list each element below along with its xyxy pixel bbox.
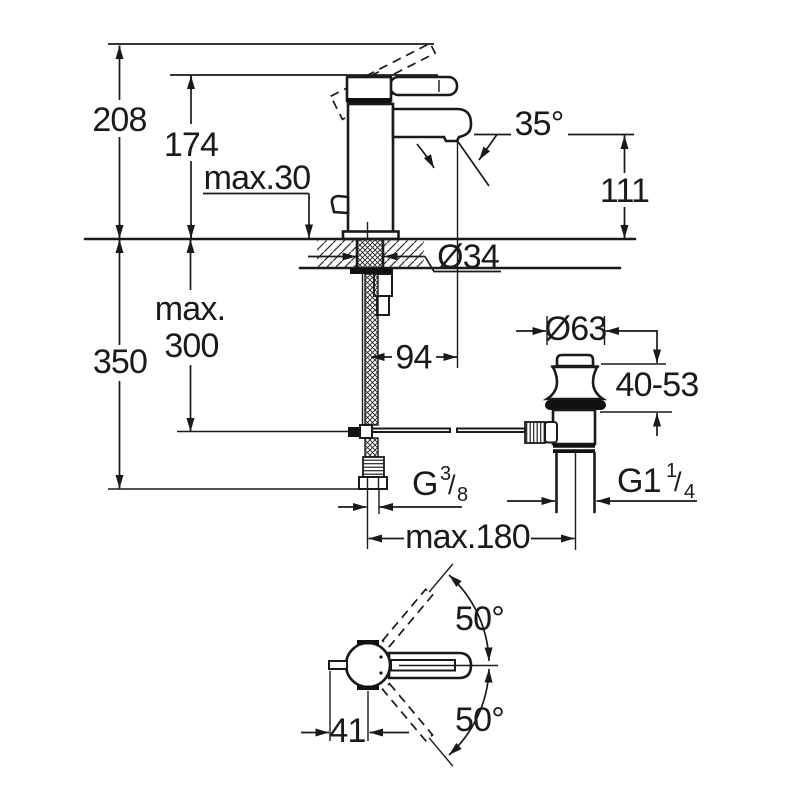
dim-350-label: 350 xyxy=(93,343,147,381)
mounting-stud xyxy=(376,295,390,316)
dim-g38-slash: / xyxy=(448,470,456,500)
body-plan-circle xyxy=(328,640,392,690)
dim-max180-label: max.180 xyxy=(405,518,530,556)
g38-connector-nut xyxy=(358,476,388,490)
dim-50up-label: 50° xyxy=(455,600,504,638)
dim-center-distance: max.180 xyxy=(368,518,575,556)
dim-94-label: 94 xyxy=(395,339,431,377)
popup-waste-valve xyxy=(524,353,608,550)
waste-flange-seal xyxy=(545,400,606,410)
dim-waste-thread: G1 1 / 4 xyxy=(507,460,697,505)
dim-4053-label: 40-53 xyxy=(616,366,699,404)
popup-lever-plan xyxy=(328,660,348,670)
popup-linkage xyxy=(348,424,526,439)
dim-waste-mount-range: 40-53 xyxy=(600,331,699,436)
faucet-spout xyxy=(391,107,473,143)
handle-swung-down-dashed xyxy=(381,682,454,767)
dim-41-label: 41 xyxy=(329,712,365,750)
dim-handle-offset: 41 xyxy=(301,671,409,750)
stream-curve-arrow xyxy=(416,143,435,169)
dim-g114-numerator: 1 xyxy=(666,460,677,482)
faucet-front-view xyxy=(108,42,490,368)
rod-coupling xyxy=(359,424,373,439)
dim-hose-length: 350 xyxy=(93,239,359,490)
dim-max-label: max. xyxy=(155,290,225,328)
dim-outlet-height: 111 xyxy=(600,135,650,239)
dim-111-label: 111 xyxy=(600,172,649,210)
faucet-body xyxy=(330,75,400,241)
dim-50down-label: 50° xyxy=(455,701,504,739)
spout-plan xyxy=(387,651,498,680)
dim-g38-numerator: 3 xyxy=(440,463,451,485)
dim-g38-denominator: 8 xyxy=(457,484,468,506)
deck-hatch-left xyxy=(317,240,356,268)
horizontal-rod-left xyxy=(371,427,451,433)
mounting-washer xyxy=(350,268,393,274)
popup-rod-knob xyxy=(330,194,350,215)
dim-300-label: 300 xyxy=(164,327,218,365)
dim-o63-label: Ø63 xyxy=(545,310,607,348)
dim-deck-thickness: max.30 xyxy=(203,159,313,238)
dim-body-height: 174 xyxy=(164,75,219,239)
braided-hose-upper xyxy=(364,273,379,426)
dim-swing-down: 50° xyxy=(448,668,505,756)
dim-g38-base: G xyxy=(412,465,438,503)
dim-swing-up: 50° xyxy=(448,574,505,662)
dim-mounting-hole: Ø34 xyxy=(308,238,501,276)
mounting-deck xyxy=(83,237,637,270)
handle-swung-up-dashed xyxy=(381,563,454,648)
hose-collar xyxy=(362,456,385,478)
dim-208-label: 208 xyxy=(92,101,146,139)
dim-35deg-label: 35° xyxy=(514,105,563,143)
stream-35deg-line xyxy=(456,140,490,187)
dim-stream-angle: 35° xyxy=(474,105,634,161)
dim-hose-depth: max. 300 xyxy=(155,239,348,433)
dim-g114-base: G1 xyxy=(617,462,661,500)
handle-lever xyxy=(388,75,459,97)
lever-knurled-knob xyxy=(524,421,546,444)
dim-overall-height: 208 xyxy=(92,45,147,239)
waste-valve-body xyxy=(551,408,597,446)
dim-174-label: 174 xyxy=(164,126,218,164)
dim-waste-flange-diameter: Ø63 xyxy=(516,310,658,348)
dim-o34-label: Ø34 xyxy=(437,238,499,276)
dim-g114-denominator: 4 xyxy=(684,481,695,503)
dim-supply-thread: G 3 / 8 xyxy=(338,463,468,549)
dim-max30-label: max.30 xyxy=(204,159,311,197)
braided-hose-lower xyxy=(364,437,379,458)
threaded-shank xyxy=(355,237,385,270)
horizontal-rod-right xyxy=(456,427,526,433)
waste-upper-body xyxy=(542,365,608,401)
waste-plug-knob xyxy=(555,353,595,368)
lever-socket xyxy=(544,421,558,444)
supply-hose-assembly xyxy=(350,268,393,490)
rod-clamp xyxy=(348,427,360,437)
dim-spout-reach: 94 xyxy=(371,339,457,377)
stream-construction xyxy=(416,140,490,368)
dim-g114-slash: / xyxy=(674,467,682,497)
deck-hatch-right xyxy=(384,240,424,268)
faucet-top-view: 50° 50° 41 xyxy=(301,563,505,767)
